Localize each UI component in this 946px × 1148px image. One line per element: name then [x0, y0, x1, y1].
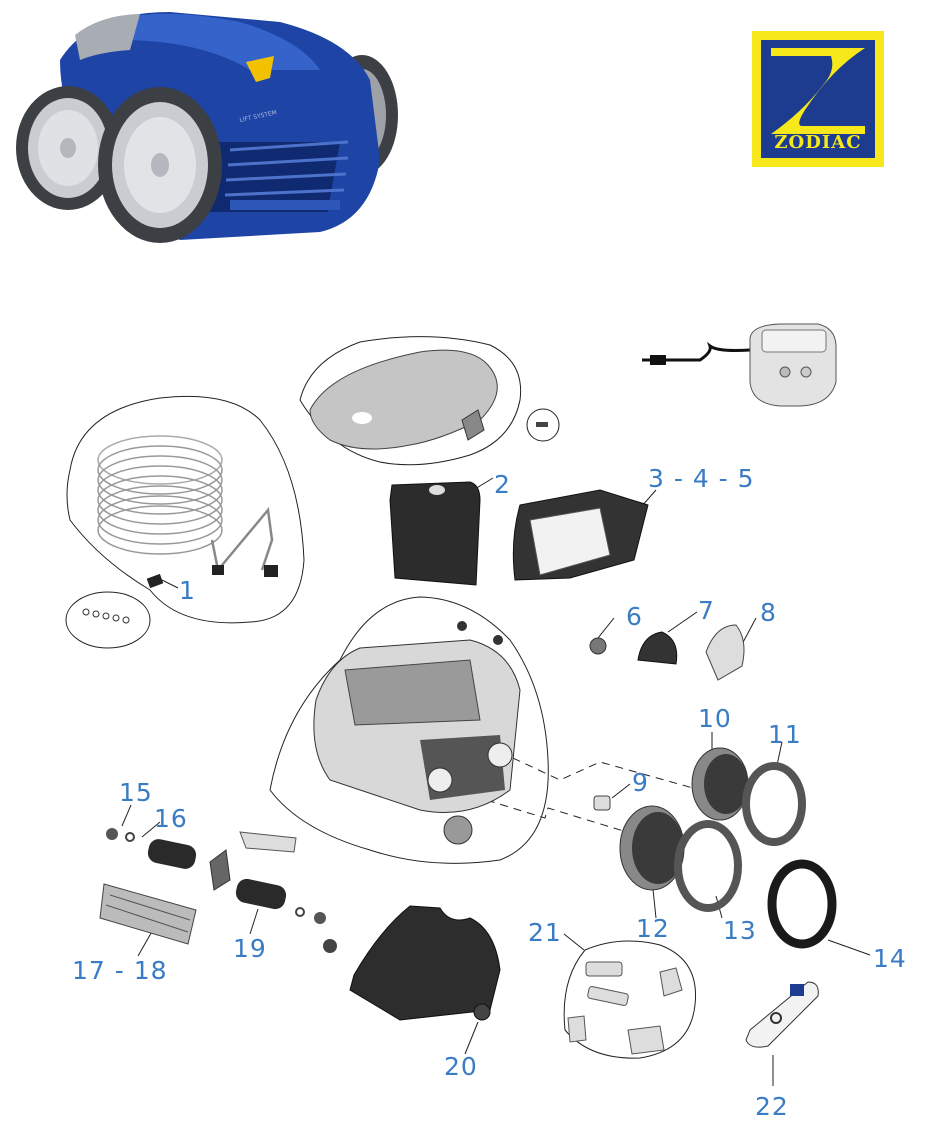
swivel-part	[146, 573, 164, 589]
callout-3-4-5: 3 - 4 - 5	[648, 464, 755, 493]
callout-7: 7	[698, 596, 715, 625]
zodiac-logo: ZODIAC	[752, 31, 884, 167]
screw-group-outline	[526, 408, 560, 442]
callout-22: 22	[755, 1092, 789, 1121]
callout-17-18: 17 - 18	[72, 956, 168, 985]
front-tire	[674, 820, 742, 912]
clip-kit-parts	[567, 961, 683, 1055]
callout-16: 16	[154, 804, 188, 833]
callout-12: 12	[636, 914, 670, 943]
callout-2: 2	[494, 470, 511, 499]
rear-tire	[742, 762, 806, 846]
bushing	[593, 795, 611, 811]
motor-outlet	[705, 624, 745, 681]
impeller	[589, 637, 607, 655]
callout-13: 13	[723, 916, 757, 945]
axle-line-lower	[459, 791, 641, 837]
callout-9: 9	[632, 768, 649, 797]
pump-housing	[389, 481, 481, 586]
callout-19: 19	[233, 934, 267, 963]
robot-front-right-wheel	[98, 87, 222, 243]
axle-line-upper	[499, 751, 701, 791]
cable-group-outline	[66, 395, 305, 624]
filter-canister	[512, 489, 649, 581]
bottom-housing	[349, 905, 501, 1021]
top-cover	[309, 349, 548, 450]
callout-6: 6	[626, 602, 643, 631]
rear-wheel	[691, 747, 749, 821]
callout-11: 11	[768, 720, 802, 749]
cable-connector	[264, 565, 278, 577]
callout-1: 1	[179, 576, 196, 605]
zodiac-logo-badge: ZODIAC	[761, 40, 875, 158]
chassis	[313, 621, 521, 845]
track-tire	[767, 859, 837, 949]
callout-14: 14	[873, 944, 907, 973]
callout-21: 21	[528, 918, 562, 947]
robot-front-left-wheel	[16, 86, 120, 210]
callout-20: 20	[444, 1052, 478, 1081]
impeller-guard	[637, 631, 678, 665]
callout-8: 8	[760, 598, 777, 627]
remote-control	[745, 981, 819, 1048]
clips	[82, 608, 130, 624]
cover-group-outline	[299, 336, 522, 466]
callout-10: 10	[698, 704, 732, 733]
brush	[99, 883, 197, 945]
front-wheel	[619, 805, 685, 891]
brush-assembly	[106, 828, 337, 953]
floating-cable	[97, 435, 274, 573]
cable-plug	[212, 565, 224, 575]
robot-yellow-button	[246, 56, 274, 82]
clips-kit-outline	[563, 940, 697, 1059]
drive-gear	[473, 1003, 491, 1021]
power-supply	[642, 323, 837, 407]
callout-15: 15	[119, 778, 153, 807]
base-group-outline	[269, 596, 549, 864]
clip-group-outline	[65, 591, 151, 649]
robot-brush	[187, 140, 349, 212]
zodiac-logo-text: ZODIAC	[774, 132, 862, 153]
